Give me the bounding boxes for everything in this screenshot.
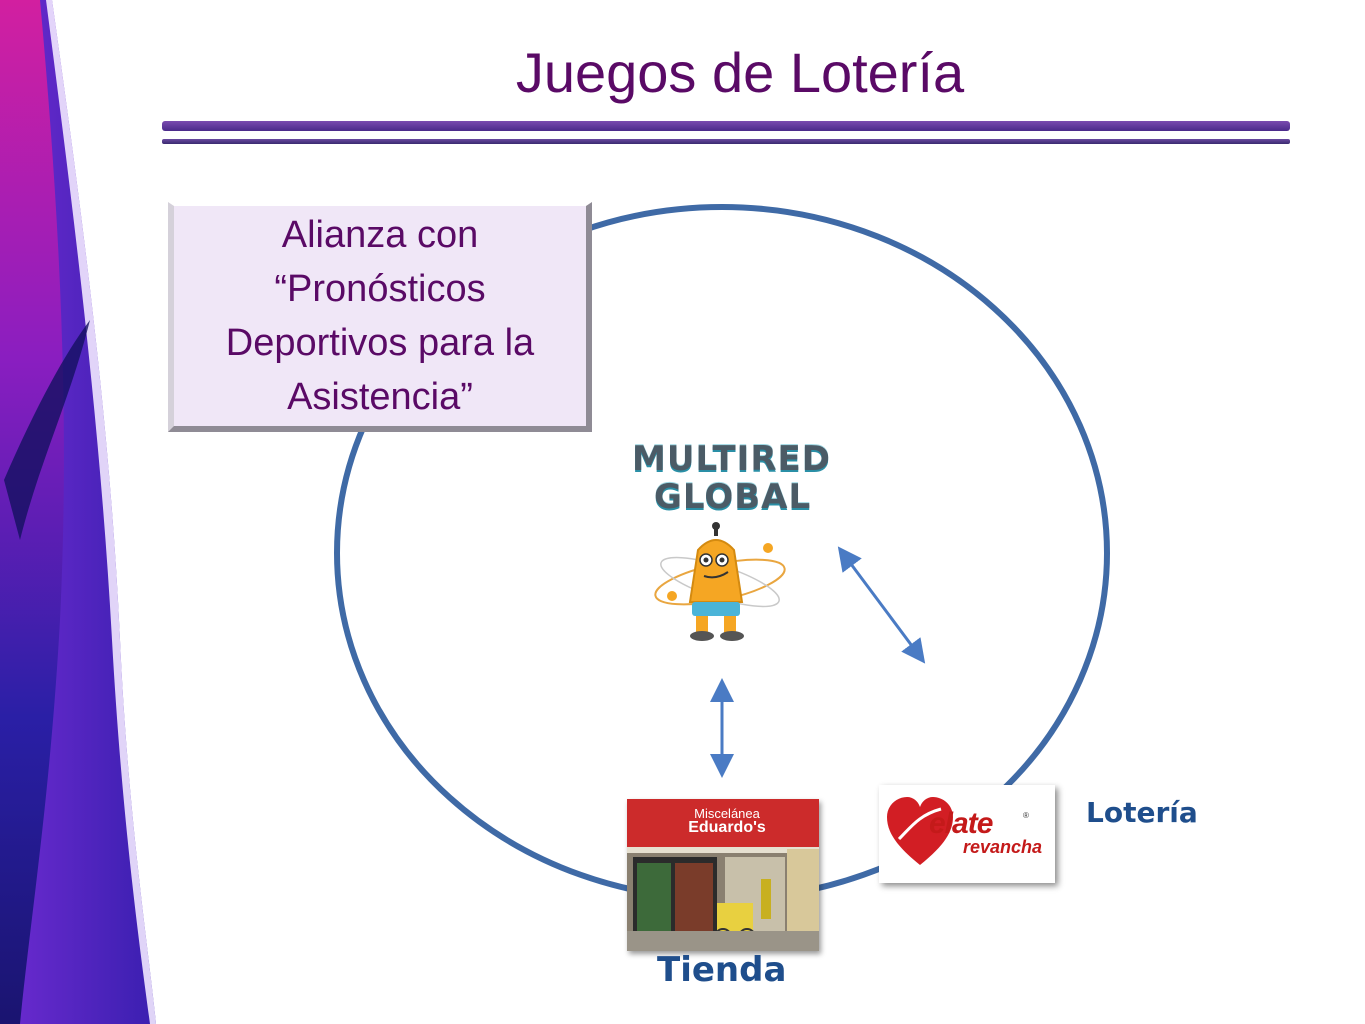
melate-revancha-logo: elate ® revancha	[879, 785, 1055, 883]
store-sign-line-1: Miscelánea	[694, 806, 760, 821]
title-divider-thick	[162, 121, 1290, 131]
multired-global-logo: MULTIRED GLOBAL	[632, 439, 831, 520]
store-photo: Miscelánea Eduardo's	[627, 799, 819, 951]
alliance-callout: Alianza con “Pronósticos Deportivos para…	[168, 202, 592, 432]
decorative-side-art	[0, 0, 156, 1024]
title-divider-thin	[162, 139, 1290, 144]
melate-trademark: ®	[1023, 811, 1029, 820]
melate-subbrand: revancha	[963, 837, 1043, 857]
melate-brand: elate	[929, 807, 993, 840]
store-label: Tienda	[657, 950, 787, 990]
lottery-label: Lotería	[1086, 796, 1198, 829]
heart-icon	[887, 797, 953, 865]
logo-line-2: GLOBAL	[654, 477, 812, 517]
logo-line-1: MULTIRED	[632, 439, 831, 479]
robot-mascot-icon	[654, 522, 786, 641]
alliance-callout-text: Alianza con “Pronósticos Deportivos para…	[225, 214, 535, 418]
store-sign	[627, 799, 819, 847]
store-sign-text: Miscelánea Eduardo's	[677, 806, 777, 836]
arrow-logo-to-lottery	[837, 546, 926, 664]
store-sign-line-2: Eduardo's	[688, 819, 766, 836]
slide-title: Juegos de Lotería	[515, 41, 965, 104]
